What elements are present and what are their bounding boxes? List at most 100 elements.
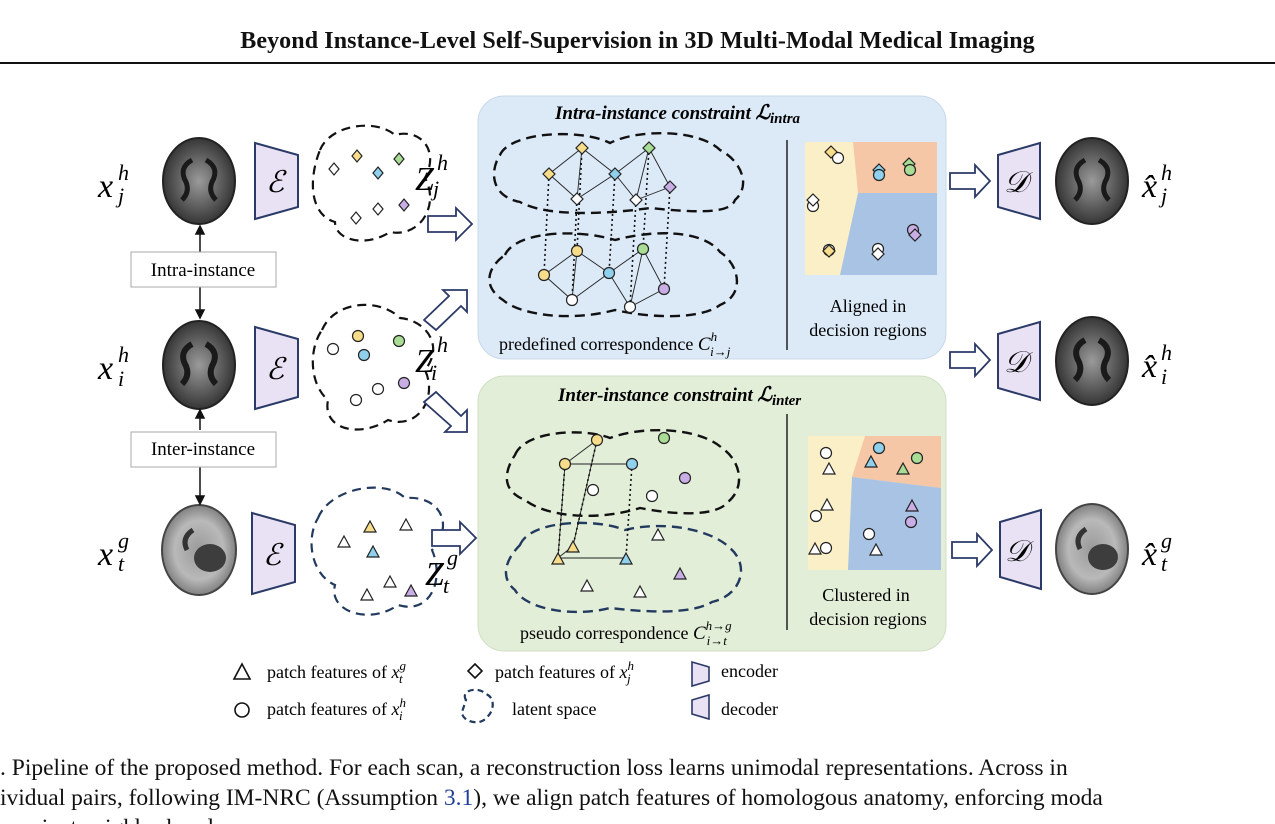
triangle-point <box>565 539 581 553</box>
inter-region-label-1: Clustered in <box>822 585 910 605</box>
svg-text:i: i <box>431 360 437 385</box>
circle-point <box>565 293 579 307</box>
decoder-icon-i: 𝒟 <box>997 320 1041 402</box>
diamond-point <box>608 167 622 181</box>
inter-panel-title: Inter-instance constraint ℒinter <box>557 384 801 409</box>
latent-label-zt: Z g t <box>425 545 458 598</box>
circle-point <box>602 266 616 280</box>
reconstructed-scan-t <box>1055 503 1129 595</box>
triangle-point <box>382 574 398 588</box>
circle-point <box>657 282 671 296</box>
legend-latent-text: latent space <box>512 699 596 719</box>
inter-instance-arrow <box>194 408 206 506</box>
intra-decision-regions <box>805 142 937 275</box>
legend-latent-icon <box>460 688 494 724</box>
diamond-point <box>570 192 584 206</box>
svg-text:t: t <box>1161 551 1168 576</box>
intra-instance-label: Intra-instance <box>151 260 255 281</box>
output-label-hi: x̂ h i <box>1141 340 1172 389</box>
svg-text:g: g <box>1161 528 1172 553</box>
caption-line-3: nvariant neighborhoods <box>0 813 223 824</box>
circle-point <box>636 242 650 256</box>
arrow-to-decoder <box>949 162 994 569</box>
latent-space-j <box>311 124 432 242</box>
input-label-xi: x h i <box>97 342 129 391</box>
svg-text:j: j <box>430 176 439 201</box>
input-label-xj: x h j <box>97 160 129 208</box>
legend-triangle-icon <box>232 662 252 680</box>
decoder-icon-j: 𝒟 <box>997 141 1041 221</box>
svg-text:ℰ: ℰ <box>266 166 287 199</box>
input-label-xt: x g t <box>97 528 129 576</box>
reconstructed-scan-j <box>1055 137 1129 225</box>
encoder-icon-t: ℰ <box>251 511 296 596</box>
triangle-point <box>398 517 414 531</box>
legend-encoder-text: encoder <box>721 661 778 681</box>
intra-panel-title: Intra-instance constraint ℒintra <box>554 102 801 127</box>
diamond-point <box>398 198 410 212</box>
arrow-into-inter-panel <box>422 390 478 557</box>
assumption-ref-link[interactable]: 3.1 <box>443 785 474 811</box>
legend-decoder-text: decoder <box>721 699 778 719</box>
circle-point <box>357 348 371 362</box>
legend-encoder-icon <box>691 660 710 688</box>
triangle-point <box>336 534 352 548</box>
svg-text:Z: Z <box>415 343 435 380</box>
diamond-point <box>351 149 363 163</box>
svg-text:x̂: x̂ <box>1141 348 1157 385</box>
circle-point <box>678 471 692 485</box>
svg-text:h: h <box>118 342 129 367</box>
triangle-point <box>579 578 595 592</box>
page-header: Beyond Instance-Level Self-Supervision i… <box>0 0 1275 64</box>
latent-label-zi: Z h i <box>415 332 448 385</box>
legend-diamond-icon <box>466 662 484 680</box>
triangle-point <box>362 519 378 533</box>
diamond-point <box>372 166 384 180</box>
brain-scan-xi <box>162 320 236 410</box>
caption-line-2: ividual pairs, following IM-NRC (Assumpt… <box>0 785 1103 811</box>
svg-text:Z: Z <box>415 161 435 198</box>
circle-point <box>397 376 411 390</box>
circle-point <box>558 457 572 471</box>
svg-text:h: h <box>118 160 129 185</box>
latent-label-zj: Z h j <box>415 150 448 201</box>
svg-text:j: j <box>1158 183 1167 208</box>
arrow-into-intra-panel <box>422 205 474 332</box>
svg-text:j: j <box>115 183 124 208</box>
svg-text:ℰ: ℰ <box>266 353 287 386</box>
svg-text:ℰ: ℰ <box>263 539 284 572</box>
encoder-icon-j: ℰ <box>254 141 299 221</box>
svg-text:g: g <box>447 545 458 570</box>
decoder-icon-t: 𝒟 <box>999 508 1042 591</box>
circle-point <box>645 489 659 503</box>
inter-instance-panel: Inter-instance constraint ℒinter <box>477 375 947 652</box>
diamond-point <box>642 141 656 155</box>
svg-text:x̂: x̂ <box>1141 168 1157 205</box>
diamond-point <box>542 167 556 181</box>
diamond-point <box>350 211 362 225</box>
svg-text:x̂: x̂ <box>1141 536 1157 573</box>
triangle-point <box>672 566 688 580</box>
brain-scan-xj <box>162 137 236 225</box>
inter-decision-regions <box>807 436 941 570</box>
triangle-point <box>632 584 648 598</box>
svg-text:t: t <box>443 573 450 598</box>
svg-text:h: h <box>437 332 448 357</box>
intra-region-label-1: Aligned in <box>830 296 907 316</box>
svg-text:x: x <box>97 536 113 573</box>
diamond-point <box>393 152 405 166</box>
svg-text:x: x <box>97 350 113 387</box>
svg-text:t: t <box>118 551 125 576</box>
encoder-icon-i: ℰ <box>254 325 299 411</box>
triangle-point <box>550 551 566 565</box>
circle-point <box>625 457 639 471</box>
triangle-point <box>618 551 634 565</box>
figure-caption: . Pipeline of the proposed method. For e… <box>0 752 1275 824</box>
circle-point <box>392 334 406 348</box>
output-label-ht: x̂ g t <box>1141 528 1172 576</box>
diamond-point <box>663 180 677 194</box>
